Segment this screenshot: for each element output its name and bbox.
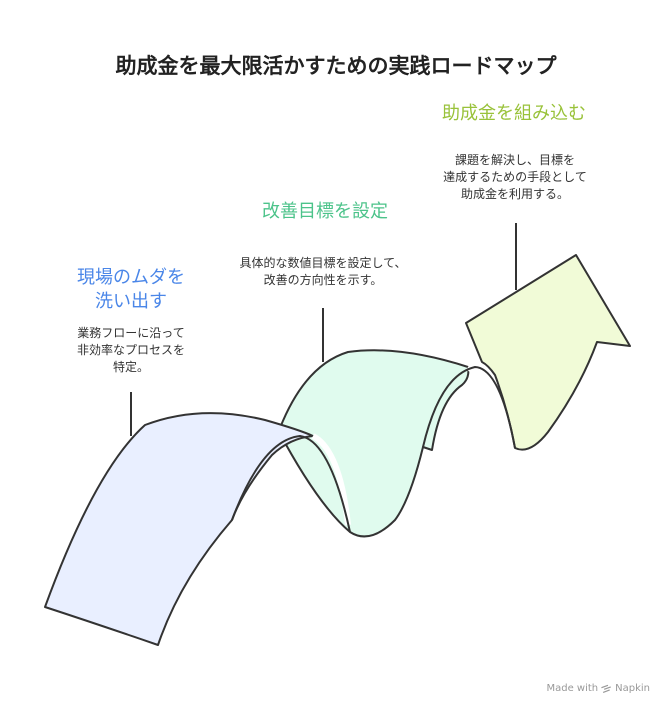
stage-3-arrow-ribbon bbox=[465, 254, 631, 451]
napkin-logo-icon bbox=[601, 684, 612, 693]
stage-3-desc-line-1: 課題を解決し、目標を bbox=[454, 153, 575, 167]
stage-3-desc-line-3: 助成金を利用する。 bbox=[460, 187, 569, 201]
made-with-footer: Made with Napkin bbox=[546, 683, 650, 694]
stage-1-desc-line-2: 非効率なプロセスを bbox=[76, 343, 185, 357]
stage-2-title: 改善目標を設定 bbox=[230, 200, 420, 224]
page-title: 助成金を最大限活かすための実践ロードマップ bbox=[115, 54, 557, 78]
napkin-brand-label: Napkin bbox=[615, 683, 650, 694]
stage-2-title-line-1: 改善目標を設定 bbox=[262, 201, 388, 222]
stage-1-description: 業務フローに沿って 非効率なプロセスを 特定。 bbox=[56, 325, 206, 376]
fold-gap-1 bbox=[311, 433, 351, 526]
stage-1-desc-line-3: 特定。 bbox=[112, 360, 149, 374]
stage-1-ribbon bbox=[44, 412, 314, 646]
stage-1-title-line-1: 現場のムダを bbox=[77, 267, 185, 288]
stage-3-description: 課題を解決し、目標を 達成するための手段として 助成金を利用する。 bbox=[400, 152, 630, 203]
stage-3-title-line-1: 助成金を組み込む bbox=[442, 103, 586, 124]
fold-edge-1 bbox=[231, 434, 351, 533]
fold-edge-2 bbox=[422, 365, 516, 449]
made-with-label: Made with bbox=[546, 683, 599, 694]
stage-2-ribbon bbox=[277, 349, 470, 538]
stage-1-desc-line-1: 業務フローに沿って bbox=[77, 326, 185, 340]
stage-1-title-line-2: 洗い出す bbox=[95, 291, 167, 312]
stage-2-desc-line-2: 改善の方向性を示す。 bbox=[263, 273, 383, 287]
stage-1-title: 現場のムダを 洗い出す bbox=[46, 266, 216, 314]
fold-gap-2 bbox=[466, 364, 503, 446]
stage-2-desc-line-1: 具体的な数値目標を設定して、 bbox=[239, 256, 407, 270]
stage-2-description: 具体的な数値目標を設定して、 改善の方向性を示す。 bbox=[206, 255, 440, 289]
stage-3-desc-line-2: 達成するための手段として bbox=[443, 170, 587, 184]
stage-3-title: 助成金を組み込む bbox=[414, 102, 614, 126]
